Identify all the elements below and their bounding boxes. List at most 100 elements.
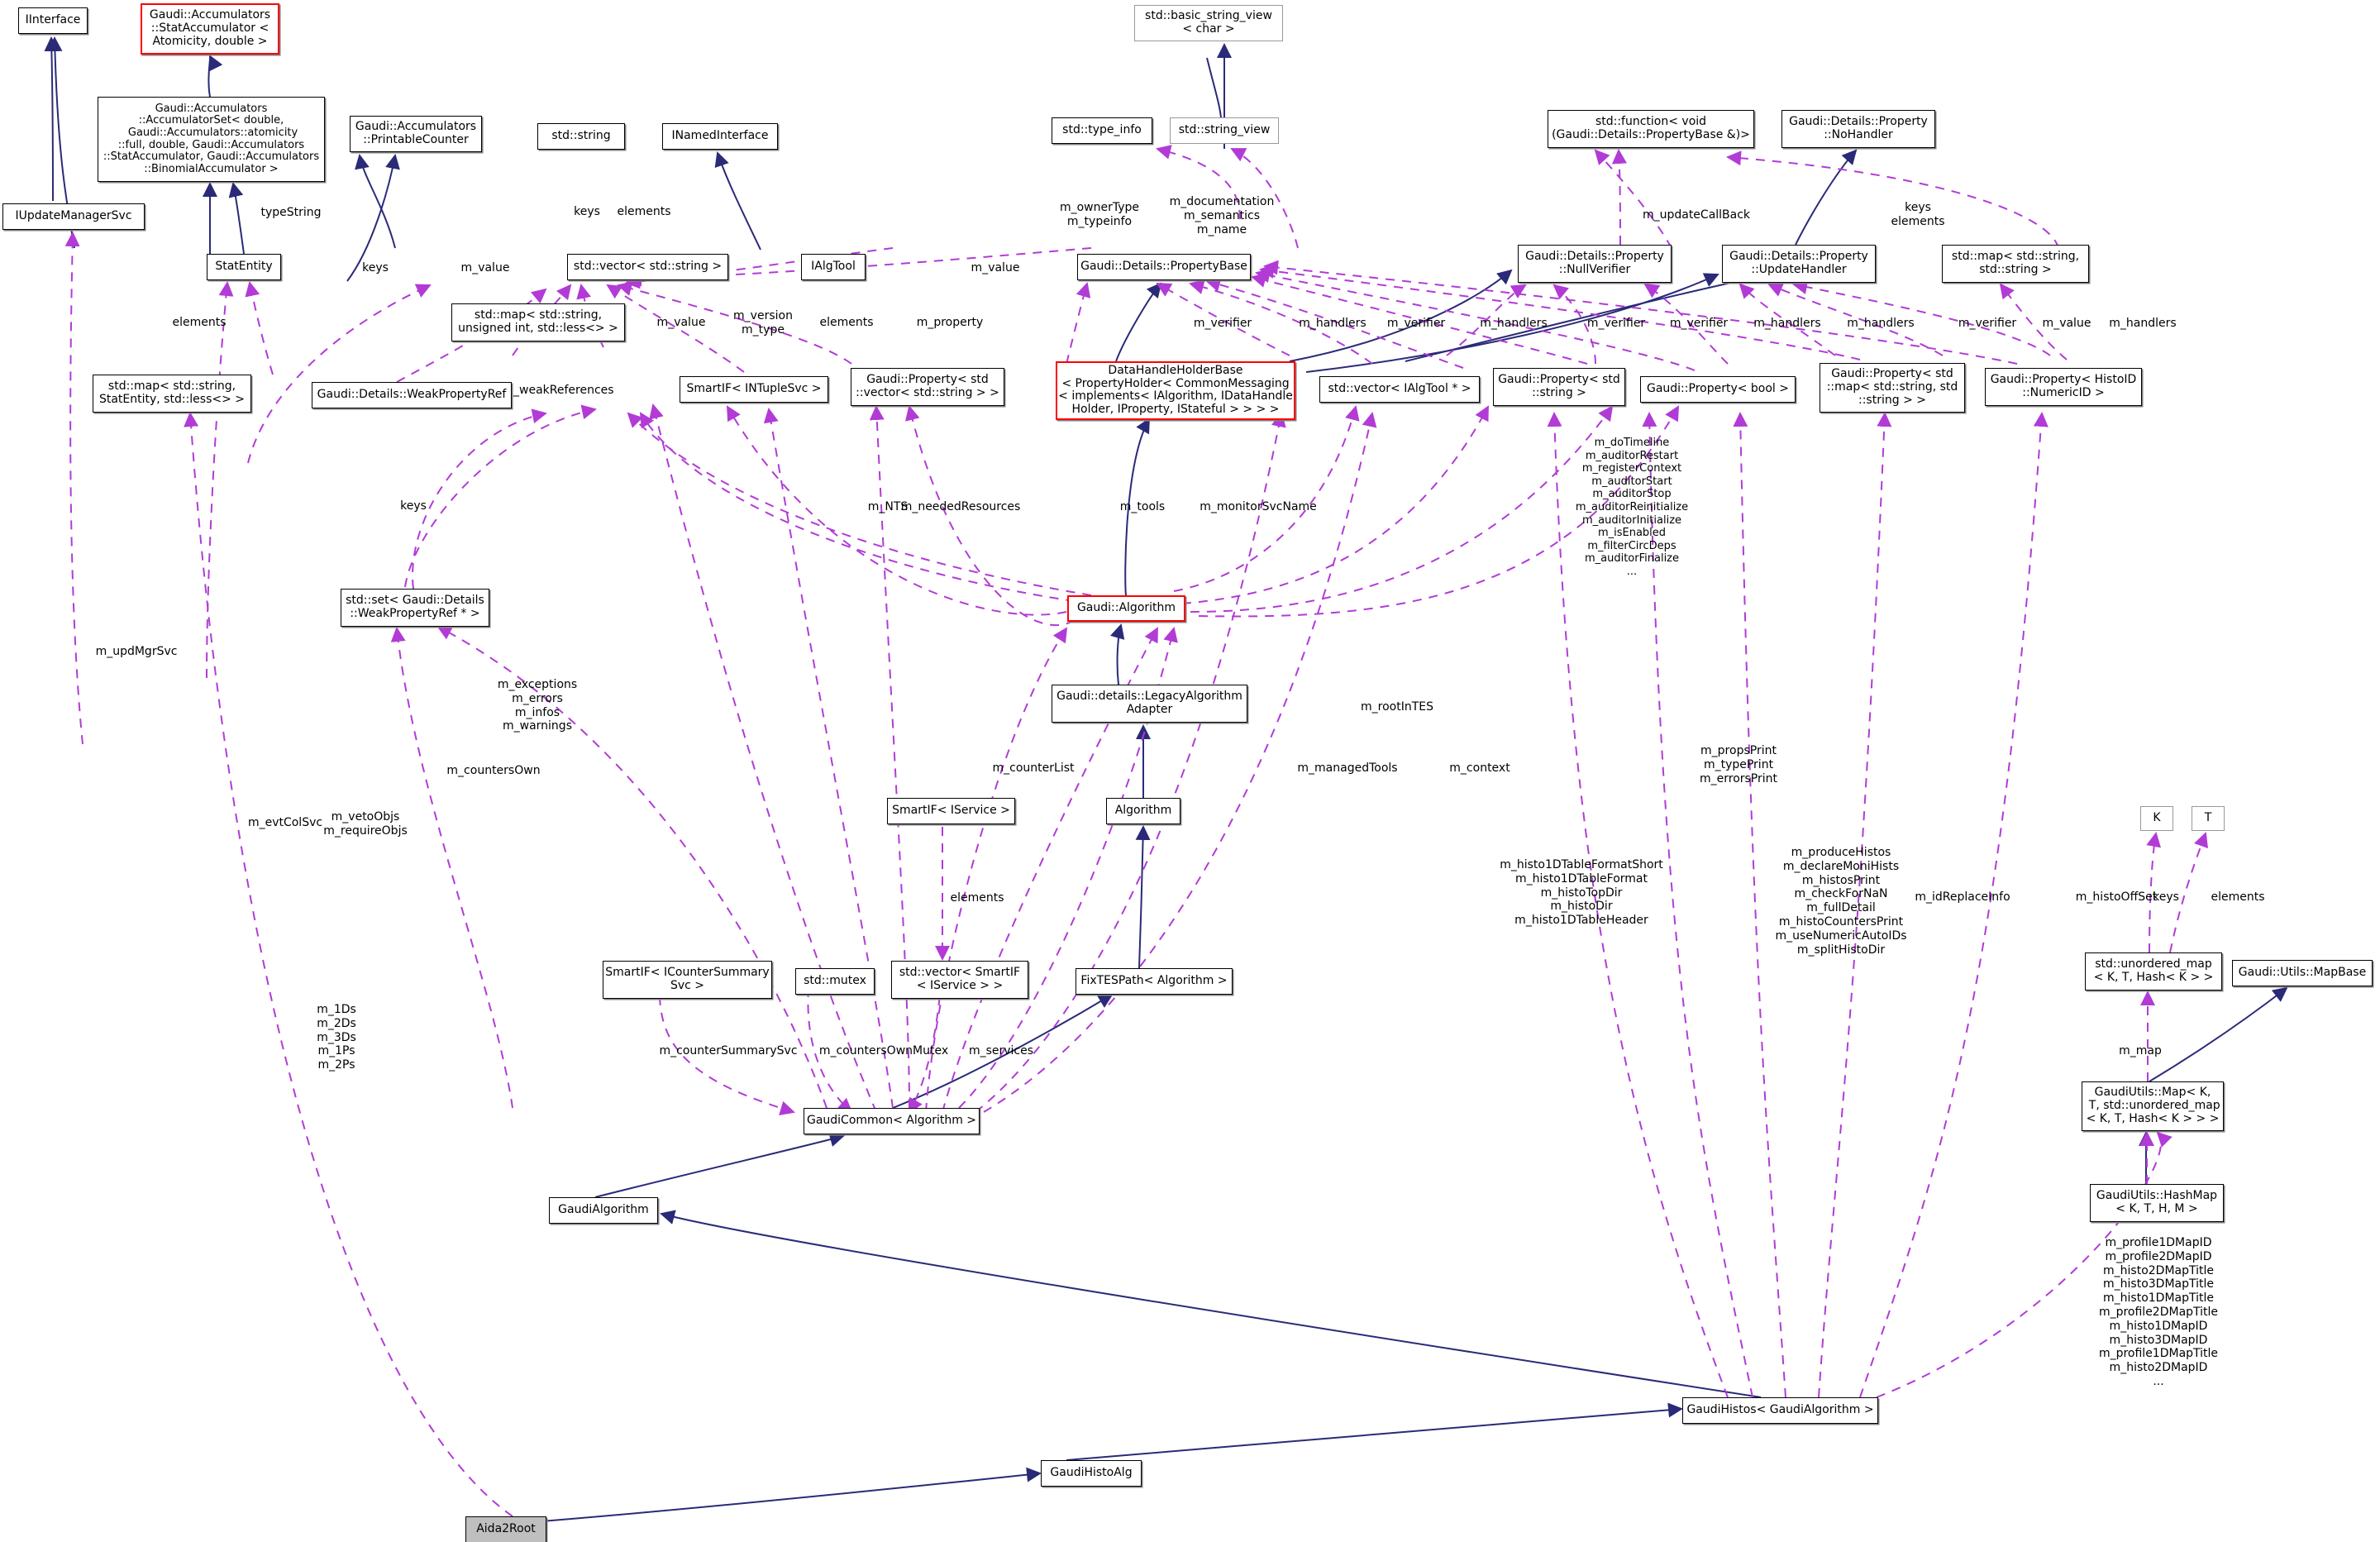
class-node-setweakref[interactable]: std::set< Gaudi::Details ::WeakPropertyR… — [341, 589, 489, 627]
class-node-basicsv[interactable]: std::basic_string_view < char > — [1134, 5, 1283, 41]
edge-label: m_handlers — [1480, 317, 1548, 330]
class-node-nullverifier[interactable]: Gaudi::Details::Property ::NullVerifier — [1518, 245, 1672, 283]
class-node-k[interactable]: K — [2140, 806, 2173, 831]
class-node-smartiservice[interactable]: SmartIF< IService > — [887, 798, 1015, 824]
class-node-typeinfo[interactable]: std::type_info — [1052, 117, 1152, 144]
edge-label: keys — [400, 499, 427, 513]
class-node-legacyadapter[interactable]: Gaudi::details::LegacyAlgorithm Adapter — [1052, 685, 1247, 723]
edge-label: m_evtColSvc — [247, 816, 323, 829]
edge-label: m_updMgrSvc — [95, 645, 178, 658]
edge-label: m_doTimeline m_auditorRestart m_register… — [1575, 437, 1689, 578]
class-node-fixtespath[interactable]: FixTESPath< Algorithm > — [1076, 968, 1233, 995]
class-node-stdmutex[interactable]: std::mutex — [795, 968, 875, 995]
edge-label: m_verifier — [1958, 317, 2017, 330]
edge-label: m_services — [968, 1044, 1034, 1057]
edge-label: m_verifier — [1386, 317, 1446, 330]
class-node-mapbase[interactable]: Gaudi::Utils::MapBase — [2232, 960, 2373, 986]
class-node-stdfunc[interactable]: std::function< void (Gaudi::Details::Pro… — [1548, 110, 1754, 148]
class-node-statacc[interactable]: Gaudi::Accumulators ::StatAccumulator < … — [141, 3, 279, 55]
edge-label: m_documentation m_semantics m_name — [1169, 195, 1275, 236]
edge-label: keys — [2153, 890, 2179, 904]
class-node-inamed[interactable]: INamedInterface — [662, 123, 778, 150]
edge-label: elements — [617, 205, 671, 218]
class-node-iinterface[interactable]: IInterface — [18, 7, 88, 34]
edge-label: m_produceHistos m_declareMoniHists m_his… — [1775, 846, 1907, 957]
edge-label: m_context — [1449, 761, 1510, 775]
class-node-propstring[interactable]: Gaudi::Property< std ::string > — [1493, 368, 1625, 406]
edge-label: m_NTS — [867, 500, 909, 513]
class-node-propvecstring[interactable]: Gaudi::Property< std ::vector< std::stri… — [851, 368, 1004, 406]
edge-label: m_handlers — [2109, 317, 2177, 330]
class-node-propbase[interactable]: Gaudi::Details::PropertyBase — [1077, 254, 1251, 280]
class-node-updhandler[interactable]: Gaudi::Details::Property ::UpdateHandler — [1722, 245, 1876, 283]
edge-label: m_1Ds m_2Ds m_3Ds m_1Ps m_2Ps — [317, 1003, 356, 1072]
edge-label: m_exceptions m_errors m_infos m_warnings — [497, 678, 578, 733]
class-node-weakpropref[interactable]: Gaudi::Details::WeakPropertyRef — [312, 382, 512, 408]
edge-label: m_map — [2119, 1044, 2162, 1057]
class-node-gaudiutilshashmap[interactable]: GaudiUtils::HashMap < K, T, H, M > — [2090, 1184, 2224, 1222]
edge-label: m_handlers — [1847, 317, 1915, 330]
class-node-propbool[interactable]: Gaudi::Property< bool > — [1640, 376, 1796, 403]
edge-label: m_weakReferences — [502, 384, 614, 397]
class-node-algorithm[interactable]: Algorithm — [1106, 798, 1180, 824]
class-node-stdstring[interactable]: std::string — [537, 123, 625, 150]
edge-label: m_counterList — [992, 761, 1075, 775]
edge-label: keys — [362, 261, 389, 275]
edge-label: m_histo1DTableFormatShort m_histo1DTable… — [1500, 858, 1663, 928]
class-node-gaudihistos[interactable]: GaudiHistos< GaudiAlgorithm > — [1682, 1397, 1878, 1424]
edge-label: elements — [950, 891, 1004, 905]
edge-label: m_rootInTES — [1361, 700, 1433, 714]
edge-label: m_profile1DMapID m_profile2DMapID m_hist… — [2098, 1236, 2219, 1388]
class-node-prophistoid[interactable]: Gaudi::Property< HistoID ::NumericID > — [1985, 368, 2142, 406]
class-node-vecstring[interactable]: std::vector< std::string > — [567, 254, 728, 280]
class-node-vecsmartiservice[interactable]: std::vector< SmartIF < IService > > — [891, 961, 1028, 999]
class-node-mapss[interactable]: std::map< std::string, std::string > — [1942, 245, 2089, 283]
class-node-mapuint[interactable]: std::map< std::string, unsigned int, std… — [451, 303, 625, 341]
class-node-t[interactable]: T — [2192, 806, 2225, 831]
class-node-datahandle[interactable]: DataHandleHolderBase < PropertyHolder< C… — [1056, 361, 1295, 420]
edge-label: typeString — [260, 206, 322, 219]
edge-label: m_countersOwnMutex — [818, 1044, 949, 1057]
edge-label: m_value — [2042, 317, 2091, 330]
class-node-mapstatentity[interactable]: std::map< std::string, StatEntity, std::… — [93, 375, 251, 413]
class-node-gaudialgorithm[interactable]: GaudiAlgorithm — [549, 1197, 658, 1224]
edge-label: m_version m_type — [733, 309, 793, 337]
edge-label: m_managedTools — [1297, 761, 1398, 775]
class-node-unordmap[interactable]: std::unordered_map < K, T, Hash< K > > — [2085, 952, 2222, 991]
class-node-propmap[interactable]: Gaudi::Property< std ::map< std::string,… — [1820, 363, 1965, 413]
class-node-statentity[interactable]: StatEntity — [207, 254, 281, 280]
class-node-gaudiutilsmap[interactable]: GaudiUtils::Map< K, T, std::unordered_ma… — [2082, 1081, 2224, 1131]
class-node-aida2root[interactable]: Aida2Root — [465, 1516, 546, 1542]
edge-label: elements — [819, 316, 874, 329]
edge-label: m_verifier — [1669, 317, 1729, 330]
edge-label: m_histoOffSet — [2075, 890, 2158, 904]
edge-label: m_value — [656, 316, 706, 329]
class-node-smartintuple[interactable]: SmartIF< INTupleSvc > — [680, 376, 828, 403]
class-node-gaudihistoalg[interactable]: GaudiHistoAlg — [1041, 1460, 1142, 1487]
edge-label: m_handlers — [1299, 317, 1366, 330]
edge-label: m_tools — [1119, 500, 1166, 513]
edge-label: m_value — [971, 261, 1020, 275]
edge-label: keys — [574, 205, 600, 218]
class-node-gaudicommon[interactable]: GaudiCommon< Algorithm > — [804, 1108, 980, 1134]
edge-label: elements — [2211, 890, 2265, 904]
edge-label: m_updateCallBack — [1642, 208, 1751, 222]
class-node-ialgtool[interactable]: IAlgTool — [801, 254, 866, 280]
class-node-gaudialgo2[interactable]: Gaudi::Algorithm — [1067, 595, 1185, 622]
edge-label: m_vetoObjs m_requireObjs — [323, 810, 408, 838]
edge-label: keys elements — [1891, 201, 1945, 228]
class-node-stringview[interactable]: std::string_view — [1170, 117, 1279, 144]
class-node-accset[interactable]: Gaudi::Accumulators ::AccumulatorSet< do… — [98, 97, 325, 182]
class-node-printable[interactable]: Gaudi::Accumulators ::PrintableCounter — [350, 116, 482, 152]
edge-label: m_neededResources — [900, 500, 1021, 513]
class-node-nohandler[interactable]: Gaudi::Details::Property ::NoHandler — [1781, 110, 1935, 148]
edge-label: m_property — [916, 316, 984, 329]
edge-label: m_idReplaceInfo — [1915, 890, 2010, 904]
class-node-smartcounter[interactable]: SmartIF< ICounterSummary Svc > — [603, 961, 772, 999]
edge-label: m_propsPrint m_typePrint m_errorsPrint — [1699, 744, 1778, 785]
class-node-vecialgtool[interactable]: std::vector< IAlgTool * > — [1319, 376, 1480, 403]
edge-label: m_handlers — [1753, 317, 1821, 330]
class-node-iupdatemgr[interactable]: IUpdateManagerSvc — [2, 203, 145, 230]
